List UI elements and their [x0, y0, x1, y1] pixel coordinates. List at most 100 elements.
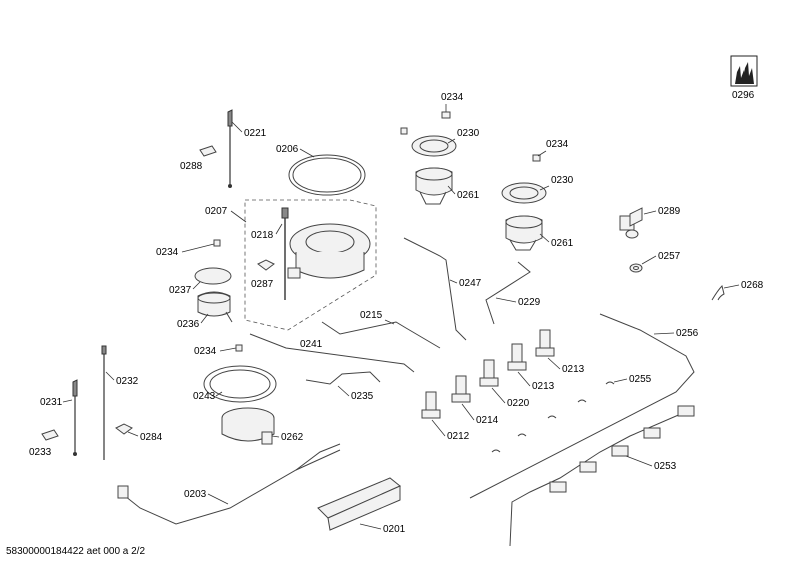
label-0234-c: 0234 [156, 247, 179, 258]
leader-0206 [299, 148, 315, 158]
leader-0261-b [539, 233, 550, 243]
washer-hole [633, 266, 639, 270]
nut-0287 [257, 259, 275, 271]
clip-set-0255 [491, 381, 615, 453]
gasket-0243 [203, 365, 277, 403]
screw-0234-c [213, 239, 221, 247]
elbow-fitting [619, 207, 643, 239]
label-0284: 0284 [140, 432, 163, 443]
main-pipe-0256 [469, 313, 695, 499]
leader-0214 [461, 403, 475, 421]
connector-0203 [117, 485, 129, 499]
label-0218: 0218 [251, 230, 274, 241]
label-0261-a: 0261 [457, 190, 480, 201]
leader-0215 [384, 319, 395, 325]
leader-0220 [491, 387, 506, 404]
label-0213-b: 0213 [532, 381, 555, 392]
leader-0218 [275, 223, 283, 235]
label-0236: 0236 [177, 319, 200, 330]
leader-0207 [230, 210, 247, 223]
leader-0284 [127, 431, 139, 437]
gasket-inner [209, 369, 271, 399]
leader-0234-b [537, 150, 547, 157]
ignition-harness-0253 [509, 409, 691, 547]
wok-burner-body [287, 223, 371, 279]
leader-0256 [653, 332, 675, 335]
leader-0213-a [547, 357, 561, 370]
thermocouple-0231 [72, 379, 78, 456]
clip-0233 [41, 429, 59, 441]
leader-0257 [641, 255, 657, 265]
label-0234-b: 0234 [546, 139, 569, 150]
leader-0234-d [219, 347, 237, 352]
label-0214: 0214 [476, 415, 499, 426]
label-0241: 0241 [300, 339, 323, 350]
label-0256: 0256 [676, 328, 699, 339]
thermocouple-0221 [227, 109, 233, 188]
leader-0212 [431, 419, 446, 437]
nut-0284 [115, 423, 133, 435]
label-0220: 0220 [507, 398, 530, 409]
label-0243: 0243 [193, 391, 216, 402]
pipe-0229 [485, 261, 531, 325]
ignition-modules [549, 405, 695, 493]
leader-0230-a [447, 138, 456, 144]
washer-0257 [629, 263, 643, 273]
electrode-0232 [101, 345, 107, 460]
cap-0237 [194, 267, 232, 285]
clip-0288 [199, 145, 217, 157]
label-0235: 0235 [351, 391, 374, 402]
label-0253: 0253 [654, 461, 677, 472]
leader-0268 [723, 284, 740, 289]
wiring-0203 [119, 449, 341, 525]
label-0207: 0207 [205, 206, 228, 217]
burner-cup-0262 [221, 407, 275, 445]
leader-0229 [495, 297, 517, 303]
label-0234-d: 0234 [194, 346, 217, 357]
burner-cup-upper-right [501, 154, 547, 251]
label-0288: 0288 [180, 161, 203, 172]
flame-symbol-icon [730, 55, 758, 87]
leader-0231 [62, 399, 73, 403]
pipe-0215 [321, 321, 441, 349]
leader-0234-c [181, 243, 215, 253]
leader-0236 [200, 313, 209, 324]
leader-0235 [337, 385, 350, 397]
screw-0234-a [441, 111, 451, 119]
label-0212: 0212 [447, 431, 470, 442]
label-0221: 0221 [244, 128, 267, 139]
pipe-0247 [403, 237, 467, 341]
label-0268: 0268 [741, 280, 764, 291]
label-0255: 0255 [629, 374, 652, 385]
footer-document-id: 58300000184422 aet 000 a 2/2 [6, 546, 145, 557]
label-0287: 0287 [251, 279, 274, 290]
label-0231: 0231 [40, 397, 63, 408]
leader-0230-b [539, 185, 550, 191]
leader-0243 [215, 391, 223, 397]
seal-0206 [288, 154, 366, 196]
label-0213-a: 0213 [562, 364, 585, 375]
leader-0262 [271, 435, 280, 438]
screw-0234-d [235, 344, 243, 352]
leader-0232 [105, 371, 115, 381]
leader-0221 [231, 121, 243, 133]
label-0237: 0237 [169, 285, 192, 296]
label-0232: 0232 [116, 376, 139, 387]
leader-0289 [643, 210, 657, 215]
leader-0203 [207, 493, 229, 505]
pipe-0235 [305, 371, 381, 385]
label-0229: 0229 [518, 297, 541, 308]
leader-0255 [613, 378, 628, 383]
label-0230-a: 0230 [457, 128, 480, 139]
label-0230-b: 0230 [551, 175, 574, 186]
label-0203: 0203 [184, 489, 207, 500]
assembly-0207-outline [244, 199, 377, 331]
gas-valve-row [421, 329, 555, 419]
seal-inner [292, 157, 362, 193]
leader-0261-a [447, 185, 456, 195]
pipe-0241 [249, 333, 415, 373]
label-0262: 0262 [281, 432, 304, 443]
label-0289: 0289 [658, 206, 681, 217]
